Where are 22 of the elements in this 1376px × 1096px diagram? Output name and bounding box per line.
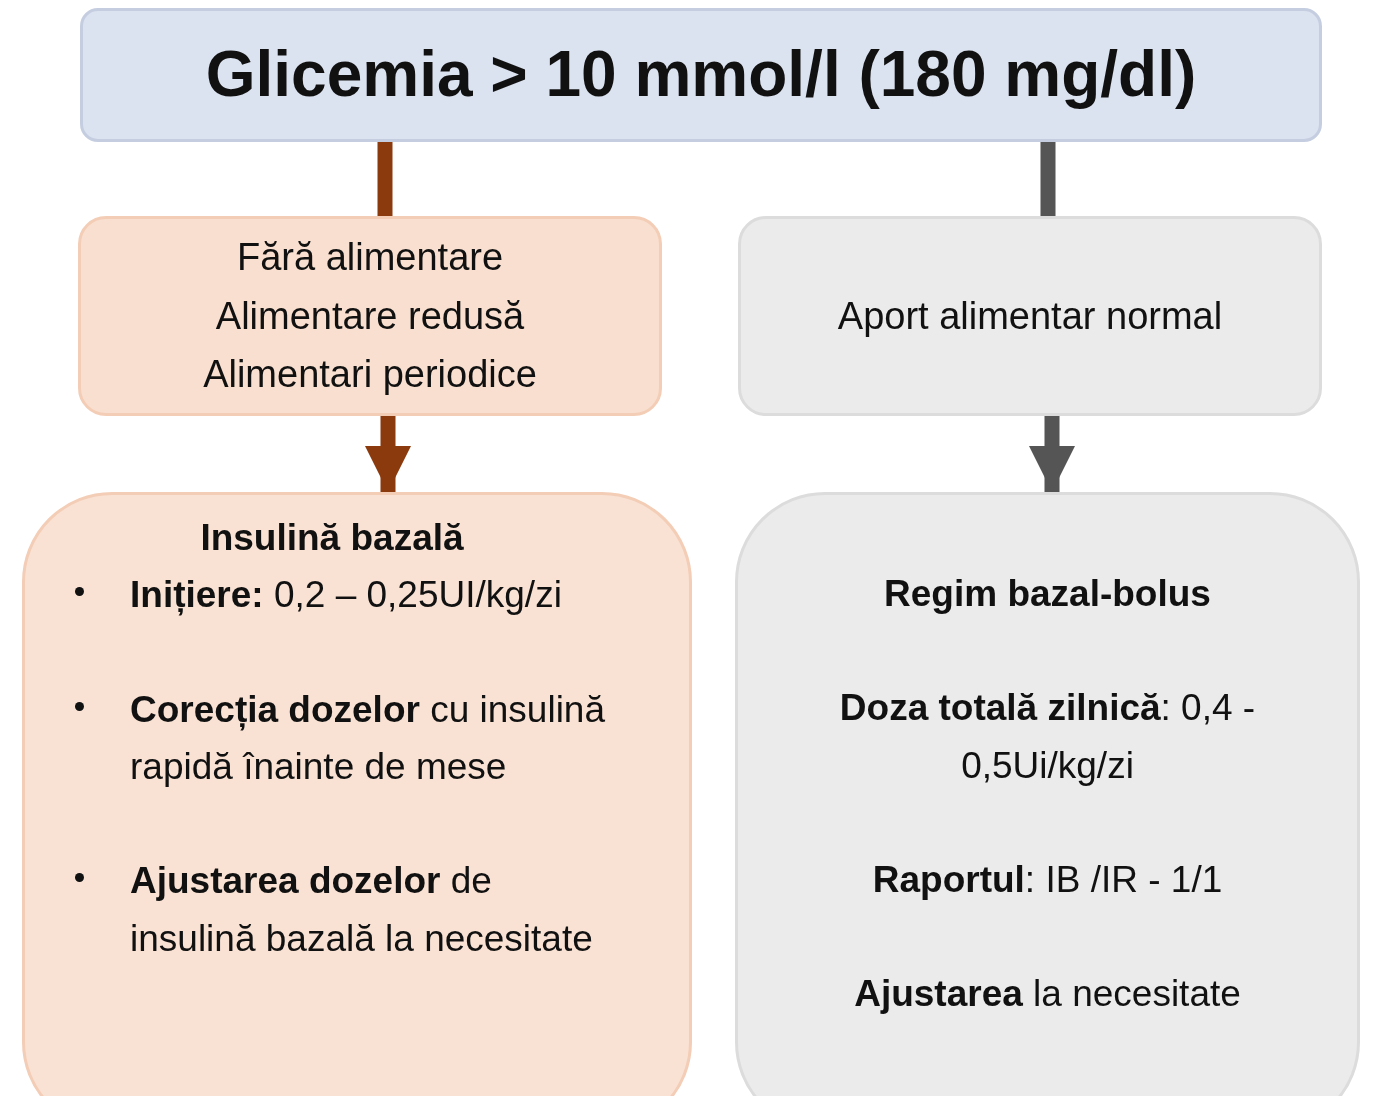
heading-text: Insulină bazală xyxy=(200,516,464,560)
condition-text: Aport alimentar normal xyxy=(837,293,1223,339)
connector-line xyxy=(377,142,393,216)
regimen-box xyxy=(735,492,1360,1096)
bullet-text: Ajustarea dozelor de insulină bazală la necesitate xyxy=(130,859,594,961)
condition-box xyxy=(738,216,1322,416)
condition-text: Alimentari periodice xyxy=(203,352,537,398)
bullet-text: Corecția dozelor cu insulină rapidă înainte de mese xyxy=(130,687,606,790)
title-box xyxy=(80,8,1322,142)
arrow xyxy=(1029,416,1075,492)
bullet-text: Inițiere: 0,2 – 0,25UI/kg/zi xyxy=(130,573,562,618)
dose-text: Doza totală zilnică: 0,4 - 0,5Ui/kg/zi xyxy=(838,686,1257,788)
regimen-box xyxy=(22,492,692,1096)
condition-text: Fără alimentare xyxy=(236,234,504,280)
heading-text: Regim bazal-bolus xyxy=(884,572,1211,616)
ratio-text: Raportul: IB /IR - 1/1 xyxy=(872,858,1223,903)
adjustment-text: Ajustarea la necesitate xyxy=(854,972,1241,1017)
arrow xyxy=(365,416,411,492)
condition-text: Alimentare redusă xyxy=(215,293,525,339)
condition-box xyxy=(78,216,662,416)
title-text: Glicemia > 10 mmol/l (180 mg/dl) xyxy=(205,37,1197,113)
connector-line xyxy=(1040,142,1056,216)
